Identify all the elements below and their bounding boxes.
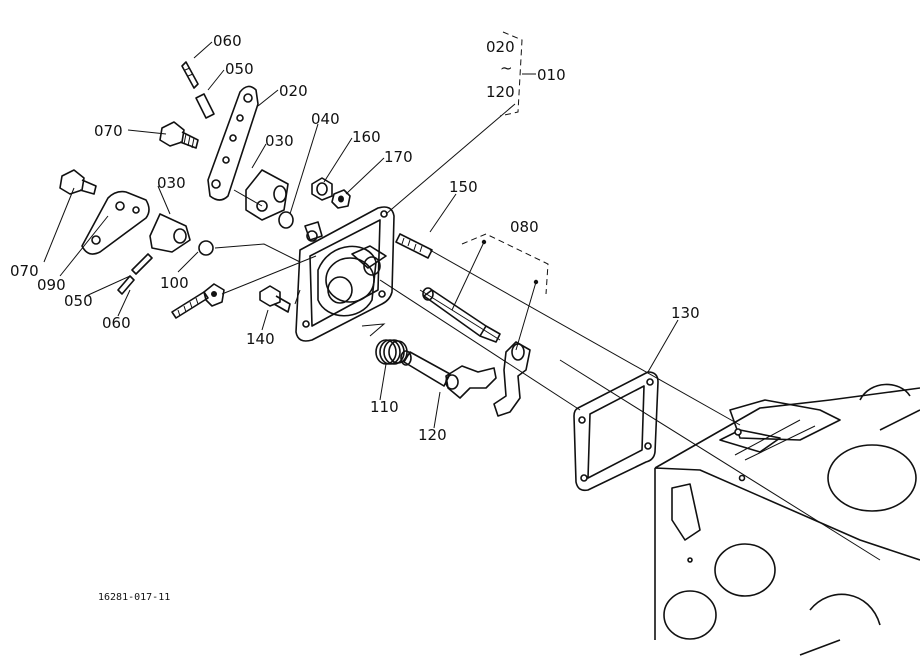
label-030-upper: 030 [265, 132, 294, 150]
label-030-lower: 030 [157, 174, 186, 192]
label-060-upper: 060 [213, 32, 242, 50]
engine-block [654, 383, 920, 656]
label-020-upper: 020 [279, 82, 308, 100]
ring-040 [278, 211, 294, 229]
label-150: 150 [449, 178, 478, 196]
block-030-upper [233, 169, 289, 221]
label-080: 080 [510, 218, 539, 236]
label-170: 170 [384, 148, 413, 166]
label-120-assembly: 120 [486, 83, 515, 101]
fork-080 [493, 341, 531, 417]
ring-100 [198, 240, 214, 256]
pin-050-lower [131, 253, 153, 275]
label-070-upper: 070 [94, 122, 123, 140]
shaft-lever-120 [400, 350, 497, 399]
label-020-assembly: 020 [486, 38, 515, 56]
label-090: 090 [37, 276, 66, 294]
label-tilde: ~ [500, 59, 513, 77]
bolt-070-upper [159, 121, 199, 149]
label-070-lower: 070 [10, 262, 39, 280]
label-100: 100 [160, 274, 189, 292]
assembly-bracket-080 [451, 233, 549, 351]
part-labels: 060 050 020 070 040 030 160 170 030 070 … [10, 32, 700, 603]
label-140: 140 [246, 330, 275, 348]
plate-090 [81, 190, 150, 255]
drawing-code: 16281-017-11 [98, 592, 170, 603]
nut-160 [311, 177, 333, 201]
label-120-lower: 120 [418, 426, 447, 444]
label-010: 010 [537, 66, 566, 84]
leader-lines [43, 41, 881, 561]
label-050-upper: 050 [225, 60, 254, 78]
stud-150 [395, 233, 433, 259]
screw-adjust [171, 283, 225, 319]
gasket-130 [573, 371, 659, 492]
bolt-140 [259, 285, 291, 313]
pin-060-lower [117, 275, 135, 295]
assembly-bracket-010 [499, 31, 536, 117]
bolt-070-lower [59, 169, 97, 195]
label-050-lower: 050 [64, 292, 93, 310]
label-160: 160 [352, 128, 381, 146]
label-040: 040 [311, 110, 340, 128]
pin-060-upper [181, 61, 199, 89]
nut-170 [331, 189, 351, 209]
spring-110 [375, 339, 408, 365]
label-060-lower: 060 [102, 314, 131, 332]
pin-050-upper [195, 93, 215, 119]
block-030-lower [149, 213, 191, 253]
shaft-080 [422, 287, 501, 343]
lever-020 [207, 85, 259, 201]
label-110: 110 [370, 398, 399, 416]
label-130: 130 [671, 304, 700, 322]
governor-cover-010 [295, 206, 395, 342]
